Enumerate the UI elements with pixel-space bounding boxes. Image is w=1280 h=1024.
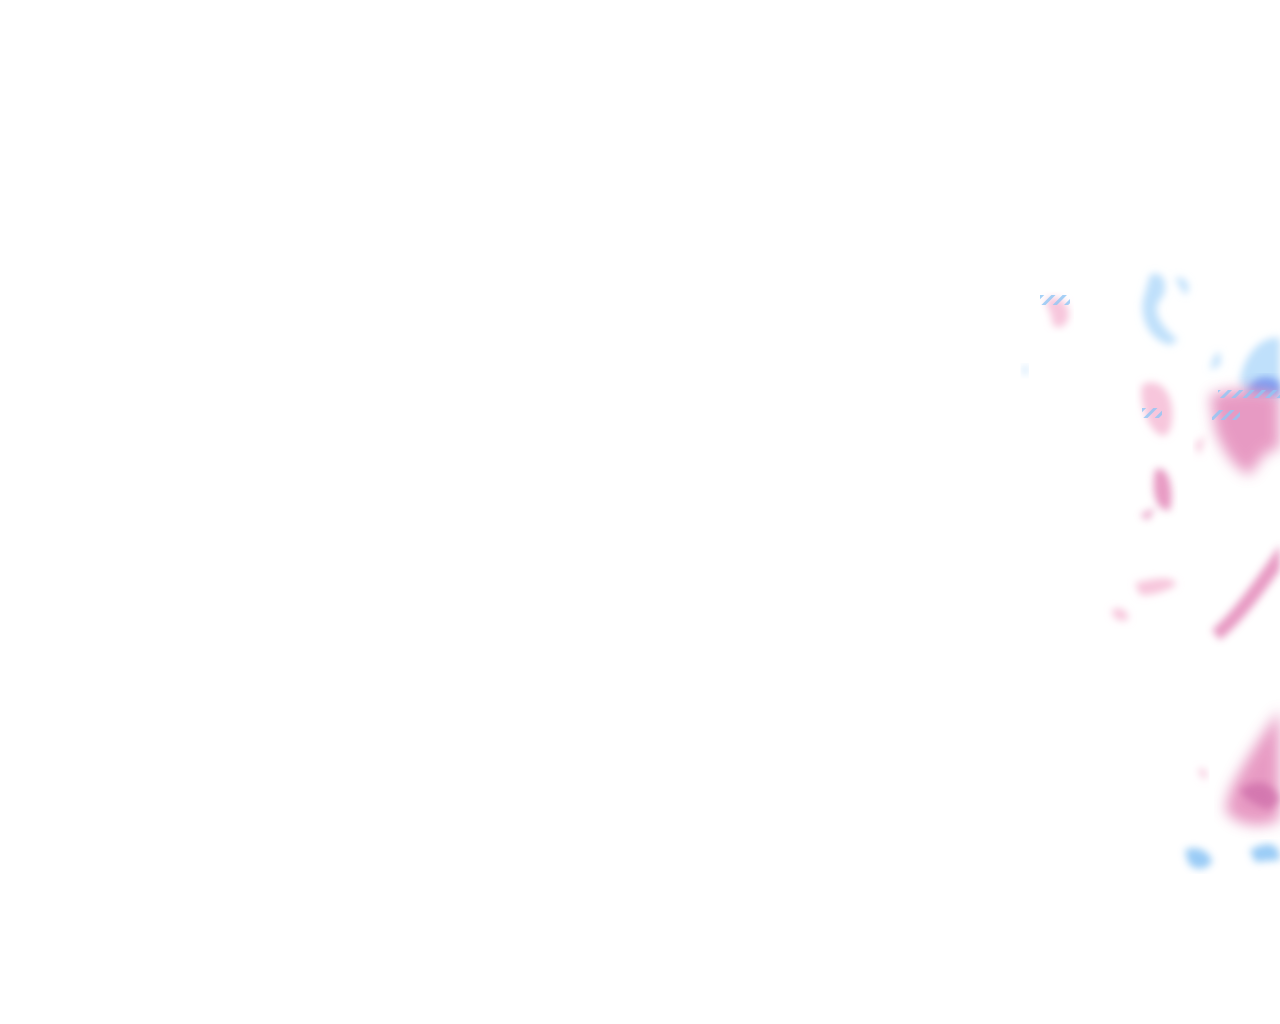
snow-cell	[1022, 365, 1028, 376]
mixed-precip-band	[1040, 295, 1070, 305]
mixed-precip-band	[1212, 410, 1240, 420]
mixed-precip-band	[1142, 408, 1162, 418]
rain-cell-heavy	[1240, 782, 1280, 810]
mixed-precip-hatch	[1040, 295, 1280, 420]
rain-cell	[1140, 468, 1172, 520]
snow-cell	[1142, 273, 1189, 345]
rain-cell	[1045, 297, 1069, 328]
rain-cells	[1045, 297, 1280, 826]
rain-cell	[1210, 389, 1280, 475]
snow-cell	[1185, 844, 1280, 869]
rain-cell	[1112, 578, 1176, 621]
rain-cell	[1212, 545, 1280, 640]
rain-cell	[1195, 435, 1207, 780]
mixed-precip-band	[1218, 390, 1280, 398]
